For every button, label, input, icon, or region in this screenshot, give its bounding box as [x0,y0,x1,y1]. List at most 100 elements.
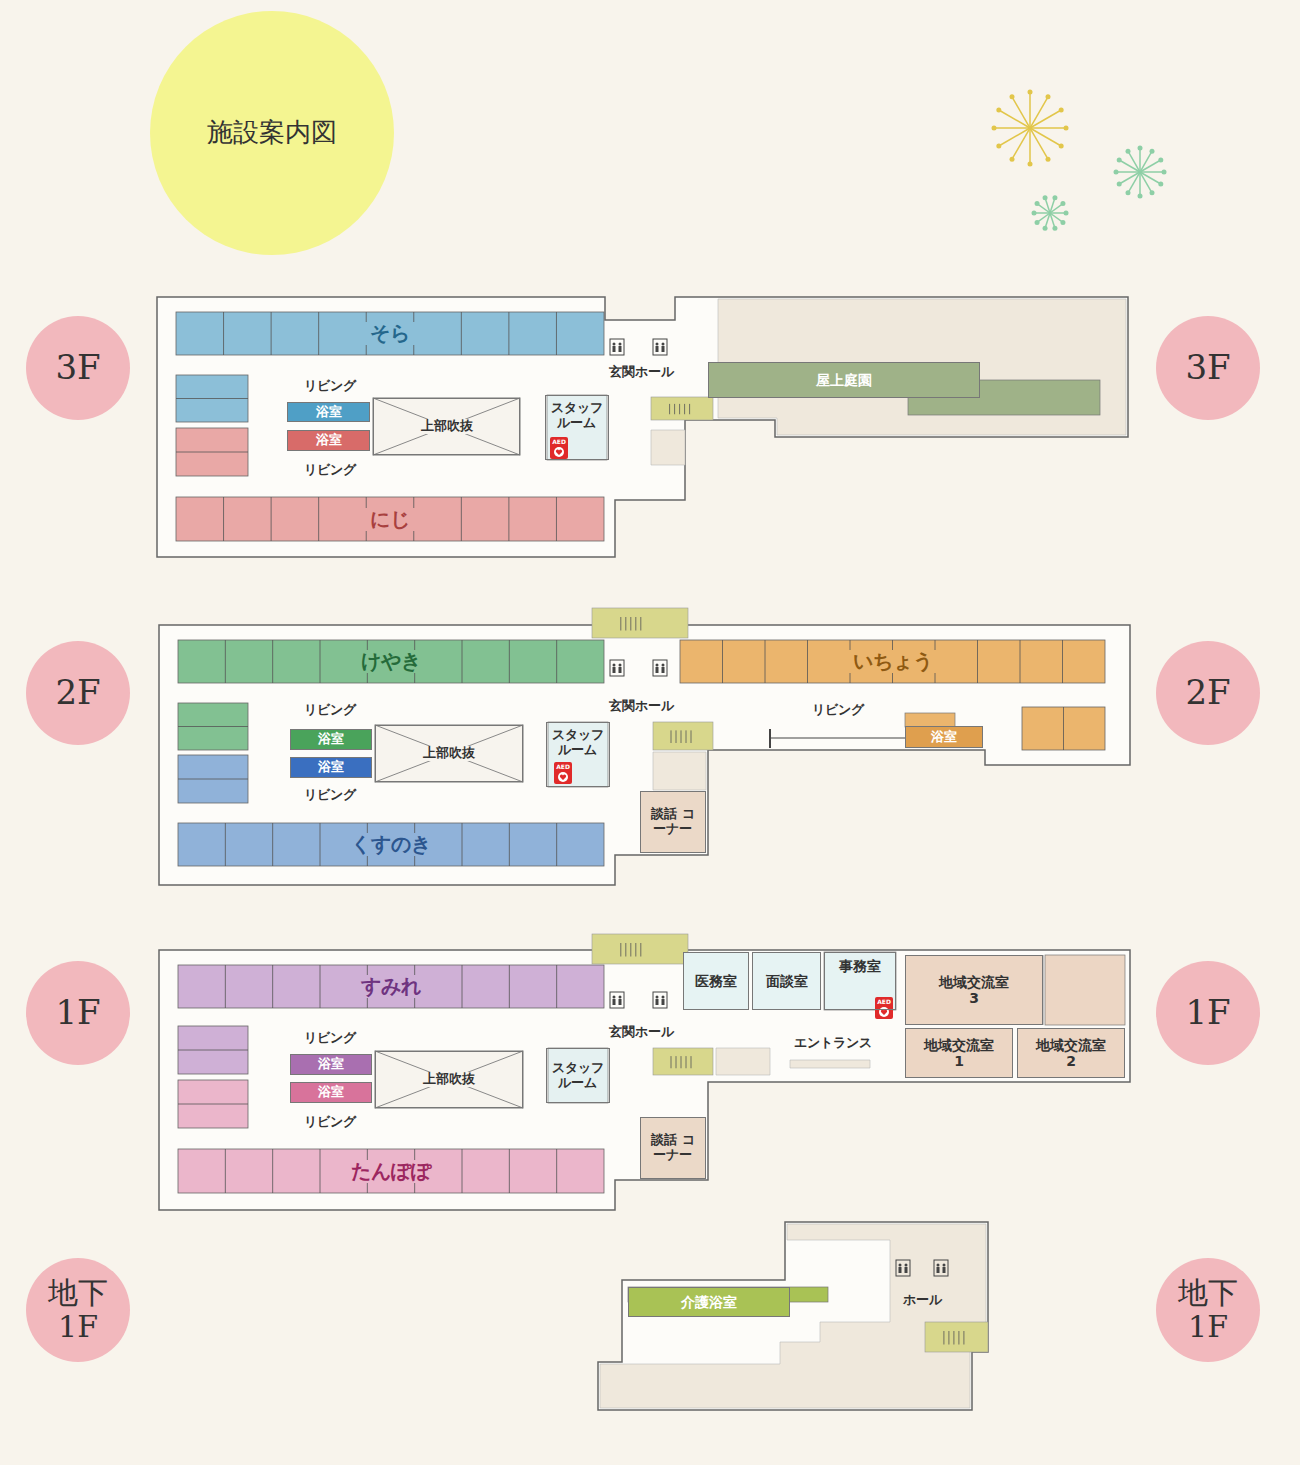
room-name: 浴室 [316,433,342,448]
floor-label: 2F [1185,673,1230,712]
floor-label: 2F [55,673,100,712]
room-box: 面談室 [752,952,821,1010]
stairs [925,1322,988,1352]
unit-band: にじ [176,497,604,541]
stairs [592,608,688,638]
area-label: リビング [812,703,864,716]
room-name: 浴室 [318,760,344,775]
room-name: 上部吹抜 [420,746,478,761]
elevator-icon [896,1260,910,1276]
aed-mark: AED [556,764,570,770]
room-name: すみれ [355,975,427,998]
room-box: 浴室 [290,1082,372,1103]
room-name: 介護浴室 [681,1294,737,1310]
floor-area [600,1224,986,1408]
floor-outline [598,1222,988,1410]
floor-badge: 地下 1F [1156,1258,1260,1362]
room-box: 上部吹抜 [373,398,520,455]
room-fill [905,713,955,727]
room-box: 上部吹抜 [375,1051,523,1108]
resident-room [178,823,604,866]
room-box: 浴室 [290,757,372,778]
room-name: 屋上庭園 [816,372,872,388]
resident-room [1022,707,1105,750]
elevator-icon [610,660,624,676]
area-label: 玄関ホール [609,1025,674,1038]
resident-room [178,1080,248,1128]
elevator-icon [610,992,624,1008]
elevator-icon [610,339,624,355]
room-name: 浴室 [318,732,344,747]
resident-room [680,640,1105,683]
room-box: 浴室 [290,729,372,750]
floor-badge: 2F [1156,641,1260,745]
floor-label: 地下 1F [1174,1276,1243,1345]
floor-label: 3F [55,348,100,387]
floor-label: 3F [1185,348,1230,387]
elevator-icon [653,992,667,1008]
floor-badge: 1F [1156,961,1260,1065]
area-label: リビング [304,379,356,392]
unit-band: いちょう [680,640,1105,683]
aed-mark: AED [552,439,566,445]
room-name: けやき [355,650,427,673]
star-decoration [1032,195,1069,230]
room-name: 上部吹抜 [420,1072,478,1087]
wall-line [770,737,905,738]
room-name: 浴室 [318,1057,344,1072]
resident-room [178,965,604,1008]
unit-band: けやき [178,640,604,683]
stairs [653,722,713,750]
room-name: にじ [364,508,416,531]
floor-label: 地下 1F [44,1276,113,1345]
area-label: 玄関ホール [609,699,674,712]
floor-label: 1F [1185,993,1230,1032]
elevator-icon [653,660,667,676]
room-name: 面談室 [766,973,808,989]
aed-icon [875,997,893,1019]
star-decoration [1114,146,1167,199]
room-fill [548,722,608,787]
floor-label: 施設案内図 [207,118,337,148]
room-box: 医務室 [683,952,749,1010]
stairs [653,1048,713,1075]
area-label: リビング [304,788,356,801]
area-label: リビング [304,1115,356,1128]
area-label: 玄関ホール [609,365,674,378]
room-box: 浴室 [287,402,370,422]
floor-outline [157,297,1128,557]
star-decoration [992,90,1069,167]
floor-badge: 施設案内図 [150,11,394,255]
room-box: スタッフ ルーム [545,395,609,460]
floor-badge: 1F [26,961,130,1065]
room-fill [1045,955,1125,1025]
room-box: 地域交流室 1 [905,1028,1013,1078]
room-name: 医務室 [695,973,737,989]
area-label: リビング [304,463,356,476]
aed-icon [550,437,568,459]
area-label: ホール [903,1293,942,1306]
atrium-void [373,398,520,455]
room-box: 屋上庭園 [708,362,980,398]
room-fill [548,1048,608,1103]
room-name: 地域交流室 3 [936,974,1013,1006]
room-name: 浴室 [316,405,342,420]
resident-room [178,755,248,803]
room-box: 上部吹抜 [375,725,523,782]
floor-badge: 地下 1F [26,1258,130,1362]
room-name: 地域交流室 2 [1033,1037,1110,1069]
floor-outline [159,625,1130,885]
room-fill [547,395,607,460]
area-label: エントランス [794,1036,872,1049]
wall-line [769,729,771,748]
room-name: 談話 コーナー [645,1133,701,1163]
room-box: 浴室 [290,1054,372,1075]
resident-room [176,428,248,476]
floor-label: 1F [55,993,100,1032]
room-name: 上部吹抜 [418,419,476,434]
room-name: いちょう [847,650,939,673]
unit-band: すみれ [178,965,604,1008]
room-name: 談話 コーナー [645,807,701,837]
room-name: スタッフ ルーム [550,728,606,758]
room-name: そら [364,322,416,345]
